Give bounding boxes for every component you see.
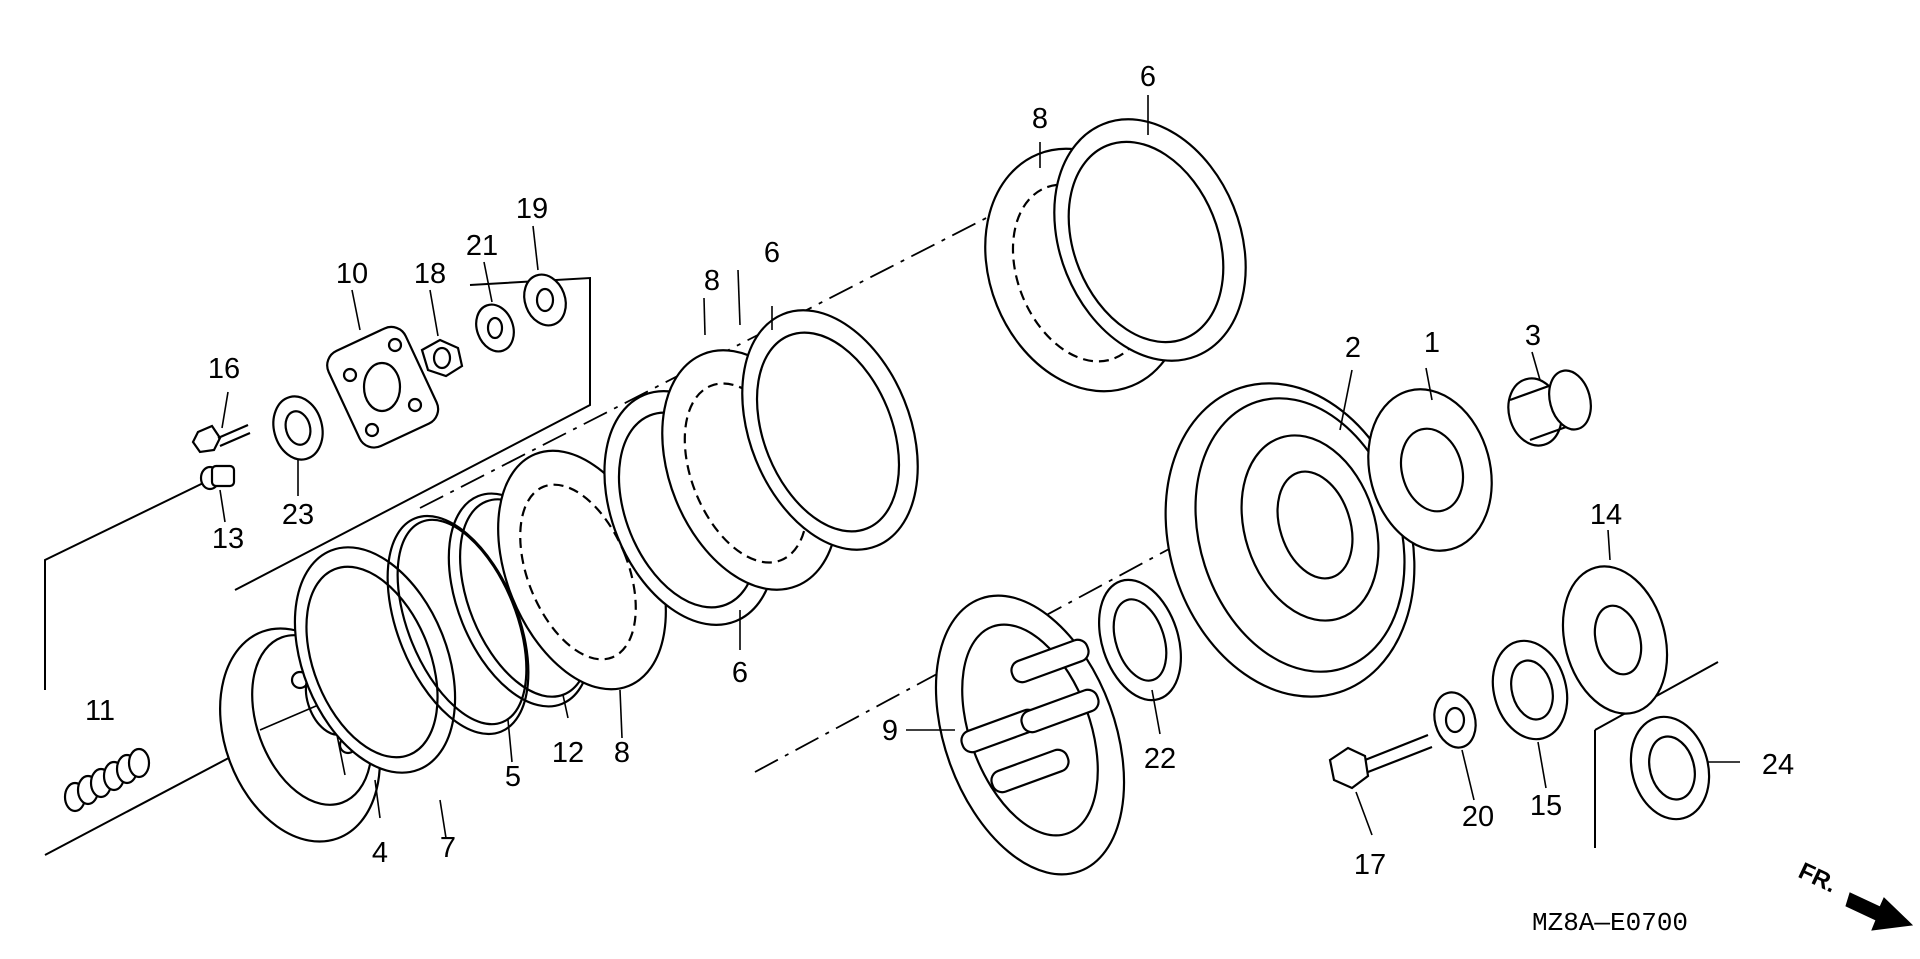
part-label-8-middle: 8 [704, 265, 720, 297]
part-label-5: 5 [505, 761, 521, 793]
part-label-6-lower: 6 [732, 657, 748, 689]
part-label-12: 12 [552, 737, 584, 769]
front-direction-indicator: FR. [1794, 858, 1914, 931]
part-label-13: 13 [212, 523, 244, 555]
lifter-bolt [191, 423, 251, 454]
collar [1507, 369, 1592, 447]
part-label-9: 9 [882, 715, 898, 747]
clutch-outer [1164, 382, 1416, 698]
front-direction-label: FR. [1794, 858, 1840, 899]
part-label-11: 11 [85, 695, 115, 727]
part-label-15: 15 [1530, 790, 1562, 822]
clutch-springs [63, 747, 151, 813]
part-label-18: 18 [414, 258, 446, 290]
flange-bolt [1328, 733, 1433, 790]
collar-15 [1491, 639, 1569, 741]
part-label-8-lower: 8 [614, 737, 630, 769]
front-arrow-icon [1845, 892, 1914, 931]
friction-disc-6-upper [1053, 118, 1247, 362]
leader-lines [219, 95, 1740, 839]
part-label-8-upper: 8 [1032, 103, 1048, 135]
collar-24 [1629, 715, 1711, 821]
oil-pump-drive-sprocket [1367, 388, 1493, 552]
friction-disc-7 [293, 546, 457, 774]
part-label-4: 4 [372, 837, 388, 869]
part-label-19: 19 [516, 193, 548, 225]
clutch-center [934, 594, 1126, 876]
lock-nut [420, 338, 464, 378]
washer-20 [1433, 691, 1477, 749]
part-label-14: 14 [1590, 499, 1622, 531]
part-label-1: 1 [1424, 327, 1440, 359]
part-label-7: 7 [440, 832, 456, 864]
part-label-22: 22 [1144, 743, 1176, 775]
diagram-code: MZ8A—E0700 [1532, 908, 1688, 938]
part-label-6-middle: 6 [764, 237, 780, 269]
friction-disc-6-middle [741, 309, 919, 551]
part-label-17: 17 [1354, 849, 1386, 881]
part-label-6-upper: 6 [1140, 61, 1156, 93]
lifter-pin [199, 464, 236, 491]
part-labels: 1 2 3 4 5 6 6 6 7 8 8 8 9 10 11 12 13 14… [85, 61, 1794, 881]
washer-19 [523, 273, 567, 327]
lifter-bearing [272, 395, 324, 461]
thrust-washer-22 [1097, 578, 1183, 702]
part-label-10: 10 [336, 258, 368, 290]
part-label-20: 20 [1462, 801, 1494, 833]
part-label-23: 23 [282, 499, 314, 531]
part-label-21: 21 [466, 230, 498, 262]
part-label-3: 3 [1525, 320, 1541, 352]
part-label-24: 24 [1762, 749, 1794, 781]
lifter-plate [326, 325, 440, 449]
gear-14 [1561, 565, 1669, 715]
part-label-16: 16 [208, 353, 240, 385]
part-label-2: 2 [1345, 332, 1361, 364]
washer-21 [475, 303, 515, 353]
